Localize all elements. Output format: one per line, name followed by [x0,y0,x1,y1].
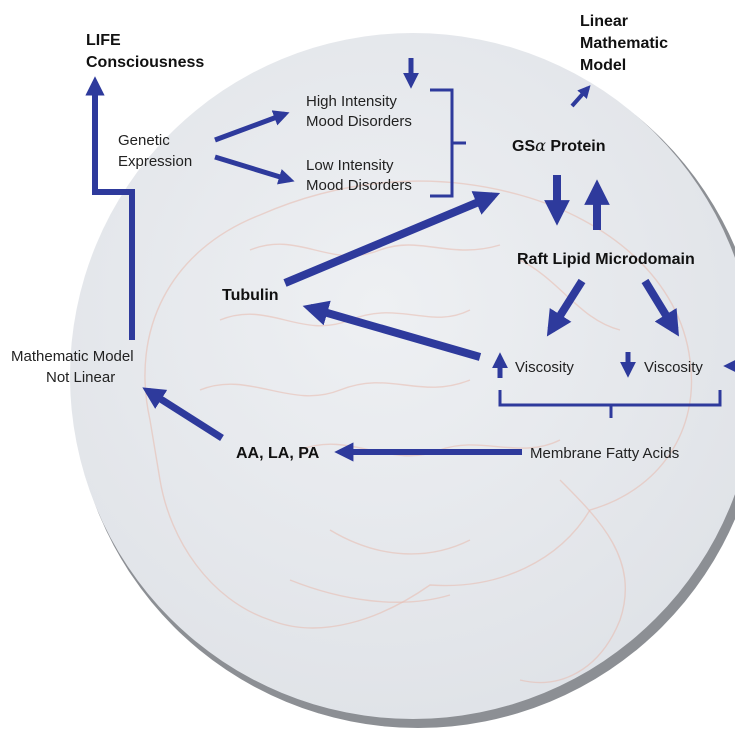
arrow-to-linear [570,85,591,108]
linear-label-2: Mathematic [580,35,668,52]
gs-protein-label: GSα Protein [512,136,606,155]
circle-face [70,33,735,719]
aa-la-pa-label: AA, LA, PA [236,445,320,462]
linear-label-3: Model [580,57,626,74]
tubulin-label: Tubulin [222,287,279,304]
arrow-viscosity-to-tubulin [302,300,482,361]
genetic-label-2: Expression [118,153,192,170]
viscosity-up-label: Viscosity [515,359,574,376]
viscosity-down-label: Viscosity [644,359,703,376]
low-mood-label-1: Low Intensity [306,157,394,174]
arrow-aa-to-nonlinear [142,387,224,441]
raft-label: Raft Lipid Microdomain [517,251,695,268]
membrane-fatty-acids-label: Membrane Fatty Acids [530,445,679,462]
nonlinear-label-1: Mathematic Model [11,348,134,365]
low-mood-label-2: Mood Disorders [306,177,412,194]
high-mood-label-1: High Intensity [306,93,397,110]
nonlinear-label-2: Not Linear [46,369,115,386]
consciousness-label: Consciousness [86,54,204,71]
high-mood-label-2: Mood Disorders [306,113,412,130]
arrow-raft-to-viscosity-down [641,278,680,337]
brackets [430,88,722,418]
genetic-label-1: Genetic [118,132,170,149]
arrows [85,58,735,462]
linear-label-1: Linear [580,13,628,30]
arrow-genetic-to-high [214,110,290,143]
background-circle [70,33,735,728]
arrow-to-life [85,76,135,340]
arrow-raft-to-viscosity-up [546,278,586,337]
life-label: LIFE [86,32,121,49]
labels: LIFE Consciousness Linear Mathematic Mod… [11,13,703,462]
arrow-genetic-to-low [214,154,295,185]
arrow-tubulin-to-gs [283,191,501,287]
